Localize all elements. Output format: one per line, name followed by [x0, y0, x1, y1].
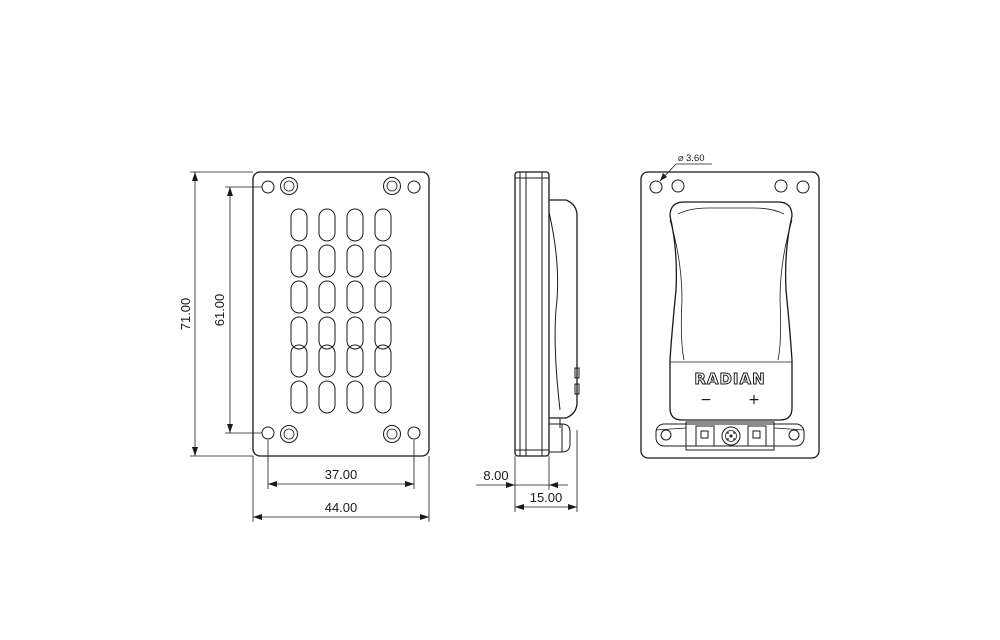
grille-slot	[346, 316, 364, 350]
mounting-hole	[407, 426, 421, 440]
grille-slot	[374, 380, 392, 414]
dimension-overall-height: 71.00	[178, 171, 253, 457]
positive-terminal-symbol: +	[748, 392, 760, 408]
mounting-hole-inner	[386, 180, 398, 192]
mounting-hole	[280, 425, 298, 443]
mounting-hole	[796, 180, 810, 194]
rear-body-outline	[669, 201, 793, 421]
mounting-hole	[383, 425, 401, 443]
overall-depth-label: 15.00	[530, 490, 563, 505]
mounting-hole	[774, 179, 788, 193]
terminal-strip	[655, 421, 805, 451]
front-mounting-holes	[261, 177, 421, 443]
grille-slot	[290, 244, 308, 278]
grille-slot	[346, 344, 364, 378]
terminal-contact	[752, 430, 761, 439]
mounting-hole	[261, 180, 275, 194]
mounting-hole	[383, 177, 401, 195]
grille-slot	[346, 280, 364, 314]
center-connector	[721, 426, 741, 446]
grille-slot	[318, 244, 336, 278]
front-plate-outline	[252, 171, 430, 457]
grille-slot	[374, 244, 392, 278]
grille-slot	[374, 344, 392, 378]
front-view: 71.00 61.00 37.00 44.00	[178, 171, 430, 522]
grille-slot	[290, 344, 308, 378]
diameter-symbol: ⌀	[678, 153, 684, 164]
overall-width-label: 44.00	[325, 500, 358, 515]
side-flange	[514, 171, 550, 457]
hole-diameter-label: 3.60	[686, 153, 705, 164]
grille-slots	[290, 208, 392, 414]
dimension-hole-spacing-vertical: 61.00	[212, 186, 262, 434]
dimension-flange-thickness: 8.00	[476, 456, 568, 512]
grille-slot	[318, 280, 336, 314]
grille-slot	[346, 208, 364, 242]
rear-view: ⌀ 3.60 RADIAN − +	[640, 153, 820, 459]
grille-slot	[290, 208, 308, 242]
terminal-contact	[700, 430, 709, 439]
grille-slot	[374, 316, 392, 350]
mounting-hole	[649, 180, 663, 194]
side-connector-tab	[574, 383, 580, 395]
brand-label: RADIAN	[694, 370, 765, 388]
dimension-overall-width: 44.00	[252, 456, 430, 522]
grille-slot	[346, 380, 364, 414]
grille-slot	[318, 344, 336, 378]
grille-slot	[374, 208, 392, 242]
overall-height-label: 71.00	[178, 298, 193, 331]
grille-slot	[318, 316, 336, 350]
grille-slot	[290, 380, 308, 414]
mounting-hole-inner	[386, 428, 398, 440]
mounting-hole	[407, 180, 421, 194]
dimension-hole-spacing-horizontal: 37.00	[267, 440, 415, 489]
grille-slot	[290, 280, 308, 314]
grille-slot	[290, 316, 308, 350]
grille-slot	[346, 244, 364, 278]
side-terminal	[549, 423, 571, 453]
mounting-hole	[671, 179, 685, 193]
hole-spacing-vertical-label: 61.00	[212, 294, 227, 327]
mounting-hole-inner	[283, 180, 295, 192]
mounting-hole	[280, 177, 298, 195]
side-view: 8.00 15.00	[476, 171, 580, 512]
hole-diameter-callout: ⌀ 3.60	[659, 153, 712, 182]
grille-slot	[318, 208, 336, 242]
dimension-overall-depth: 15.00	[515, 430, 578, 512]
negative-terminal-symbol: −	[700, 392, 712, 408]
hole-spacing-horizontal-label: 37.00	[325, 467, 358, 482]
side-body-profile	[549, 199, 578, 419]
rear-plate-outline	[640, 171, 820, 459]
mounting-hole	[261, 426, 275, 440]
flange-thickness-label: 8.00	[483, 468, 508, 483]
grille-slot	[318, 380, 336, 414]
mounting-hole	[660, 429, 672, 441]
mounting-hole-inner	[283, 428, 295, 440]
mounting-hole	[788, 429, 800, 441]
side-connector-tab	[574, 367, 580, 379]
grille-slot	[374, 280, 392, 314]
